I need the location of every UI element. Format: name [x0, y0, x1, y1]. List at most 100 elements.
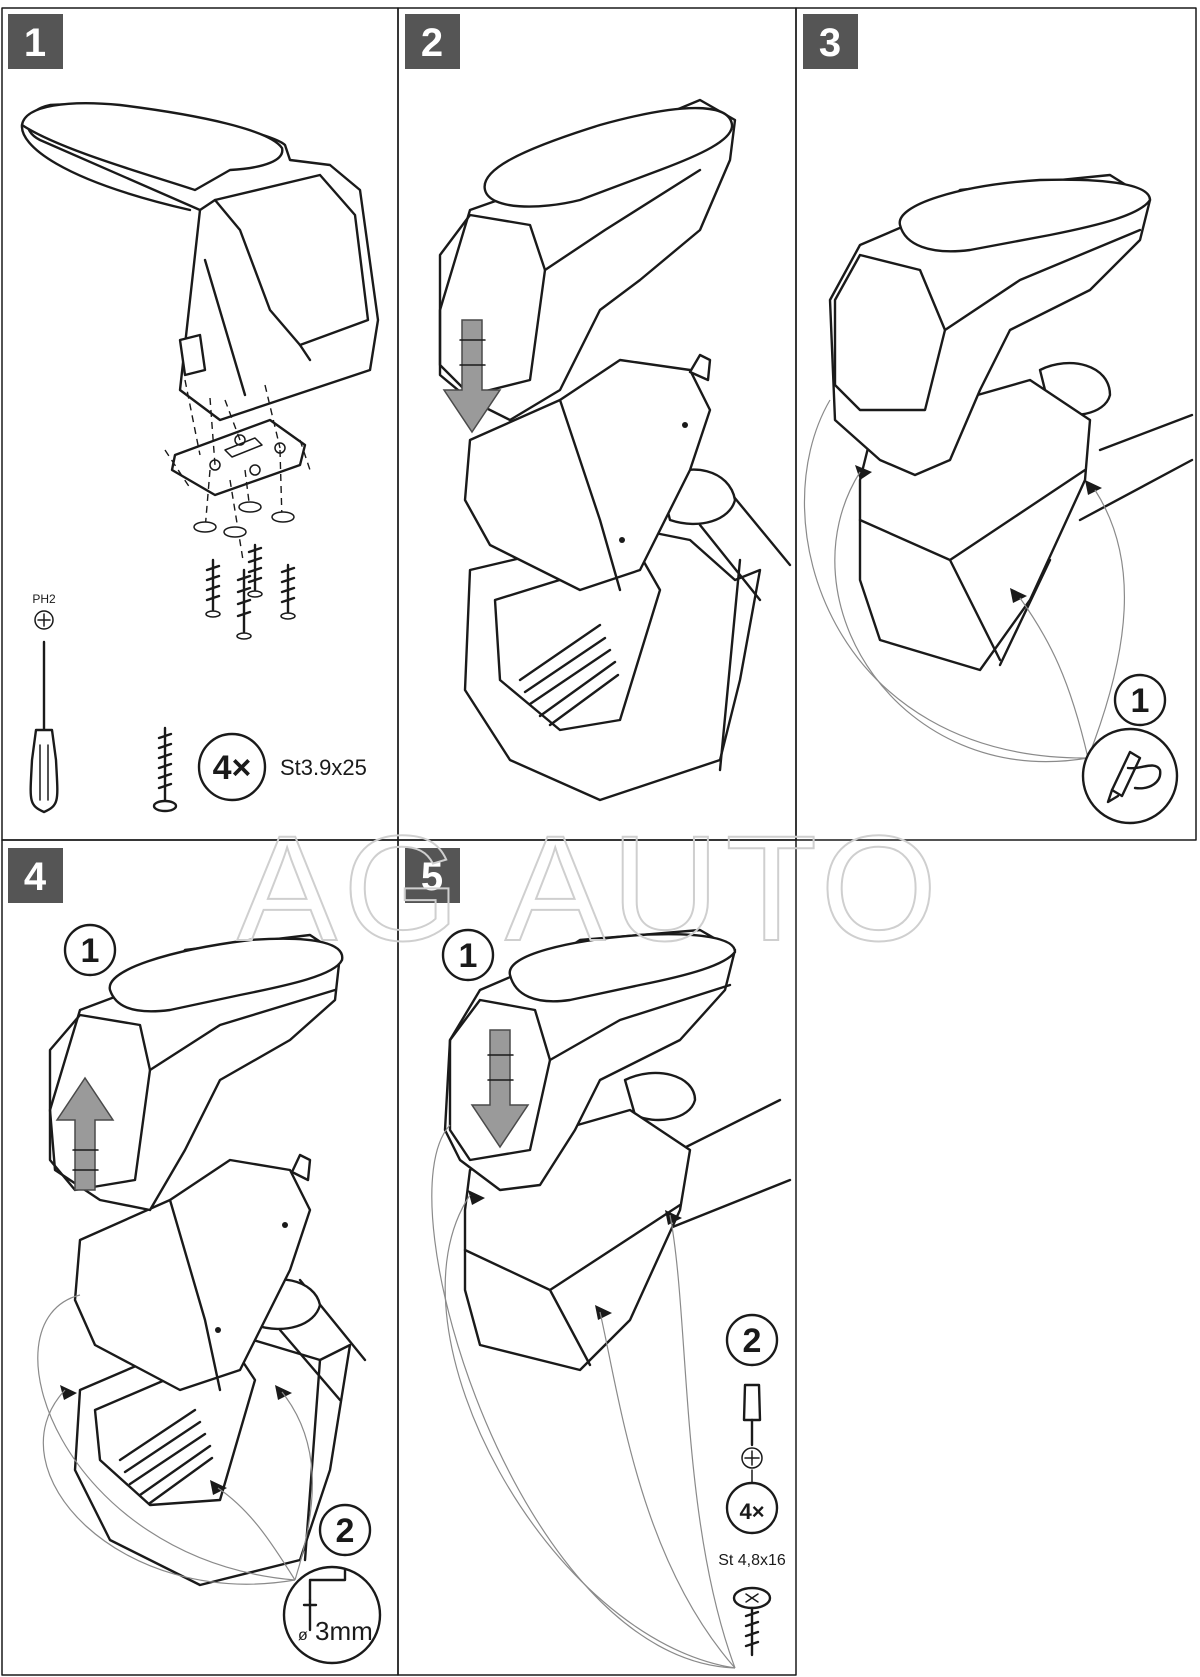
- armrest-seam: [148, 988, 337, 1072]
- panel-1-illustration: PH2 4× St3.9x25: [20, 102, 380, 814]
- perforated-panel: [48, 1013, 152, 1192]
- drill-diameter-symbol: ø: [298, 1627, 308, 1644]
- armrest-seam: [198, 198, 312, 397]
- plate-outline-dash: [164, 439, 311, 489]
- panel-3-frame: [795, 7, 1197, 841]
- tray-ribs: [118, 1408, 214, 1505]
- screwdriver-icon: [29, 640, 59, 814]
- guide-line: [669, 1214, 736, 1669]
- panel-5-illustration: 1 2 4× St 4,8x16: [431, 928, 792, 1669]
- console-side-lines: [998, 413, 1194, 667]
- svg-text:1: 1: [81, 932, 100, 970]
- screw-icon: [732, 1586, 772, 1657]
- guide-line: [42, 1389, 296, 1585]
- phillips-icon: [34, 610, 54, 630]
- armrest-seam: [543, 168, 702, 272]
- screw-point-marker: [468, 1190, 485, 1205]
- perforated-panel: [833, 253, 947, 412]
- screw-point-marker: [1010, 588, 1027, 603]
- washer: [238, 501, 262, 513]
- screw-spec: St3.9x25: [280, 755, 367, 780]
- svg-text:1: 1: [24, 21, 46, 65]
- perforated-panel: [213, 173, 370, 347]
- watermark: AG AUTO: [237, 804, 943, 972]
- step-badge-2: 2: [405, 14, 460, 69]
- armrest-hinge: [178, 333, 207, 377]
- drill-icon: [282, 1565, 382, 1665]
- svg-text:4×: 4×: [739, 1499, 764, 1524]
- armrest-lid: [483, 106, 734, 208]
- bracket-edge: [463, 1203, 682, 1367]
- armrest-lid: [508, 933, 737, 1003]
- guide-line: [1019, 597, 1089, 759]
- panel-5-frame: [397, 839, 797, 1676]
- bracket-pin: [290, 1153, 312, 1182]
- step-circle-1: 1: [441, 928, 495, 982]
- guide-line: [834, 471, 1089, 763]
- mounting-plate: [170, 418, 307, 497]
- perforated-panel: [438, 213, 547, 397]
- cup-holder: [623, 1071, 697, 1122]
- armrest-bracket: [463, 358, 712, 592]
- panel-grid: [1, 7, 1197, 1676]
- step-circle-1: 1: [1113, 673, 1167, 727]
- arrow-down-icon: [470, 1029, 530, 1149]
- drill-size: 3mm: [315, 1616, 373, 1646]
- screw-point-marker: [275, 1385, 292, 1400]
- quantity-badge: 4×: [197, 732, 267, 802]
- screw-point-marker: [855, 465, 872, 480]
- tray-ribs: [518, 623, 620, 727]
- armrest-lid: [898, 178, 1152, 253]
- svg-text:5: 5: [421, 855, 443, 899]
- screwdriver-icon: [742, 1383, 762, 1447]
- guide-line: [281, 1391, 313, 1581]
- screw-point-marker: [210, 1480, 227, 1495]
- svg-text:2: 2: [743, 1322, 762, 1360]
- armrest-lid-edge: [20, 123, 192, 212]
- washer: [271, 511, 295, 523]
- armrest-seam: [548, 983, 732, 1062]
- bracket-pin: [688, 353, 712, 382]
- arrow-stripes: [487, 1054, 514, 1081]
- screw-point-marker: [1085, 480, 1102, 495]
- step-badge-1: 1: [8, 14, 63, 69]
- screw: [247, 543, 263, 598]
- guide-line: [599, 1311, 736, 1669]
- bracket-edge: [558, 398, 622, 592]
- screw: [205, 558, 221, 618]
- guide-line: [431, 1124, 736, 1669]
- marker-pen-icon: [1081, 727, 1179, 825]
- panel-3-illustration: 1: [803, 173, 1194, 825]
- guide-line: [803, 399, 1089, 759]
- panel-2-illustration: [438, 98, 792, 802]
- svg-text:4×: 4×: [213, 749, 252, 787]
- svg-text:1: 1: [1131, 682, 1150, 720]
- step-badge-4: 4: [8, 848, 63, 903]
- svg-text:1: 1: [459, 937, 478, 975]
- washer: [223, 526, 247, 538]
- arrow-down-icon: [442, 319, 502, 434]
- step-badge-3: 3: [803, 14, 858, 69]
- alignment-lines-lower: [204, 449, 283, 561]
- guide-line: [37, 1294, 296, 1581]
- arrow-stripes: [72, 1149, 99, 1171]
- arrow-stripes: [459, 339, 486, 366]
- plate-slot: [224, 437, 263, 458]
- quantity-badge: 4×: [725, 1481, 779, 1535]
- guide-line: [444, 1194, 736, 1669]
- washer: [193, 521, 217, 533]
- svg-text:3: 3: [819, 21, 841, 65]
- screw: [280, 563, 296, 620]
- alignment-lines-upper: [184, 379, 281, 466]
- armrest-lid: [108, 937, 344, 1013]
- screw-point-marker: [665, 1210, 682, 1225]
- svg-text:2: 2: [421, 21, 443, 65]
- screw-icon: [152, 726, 178, 813]
- bracket-edge: [168, 1198, 222, 1392]
- bracket-edge: [858, 468, 1087, 662]
- armrest-seam: [943, 228, 1142, 332]
- screw-point-marker: [595, 1305, 612, 1320]
- screw-point-marker: [60, 1385, 77, 1400]
- step-circle-2: 2: [318, 1503, 372, 1557]
